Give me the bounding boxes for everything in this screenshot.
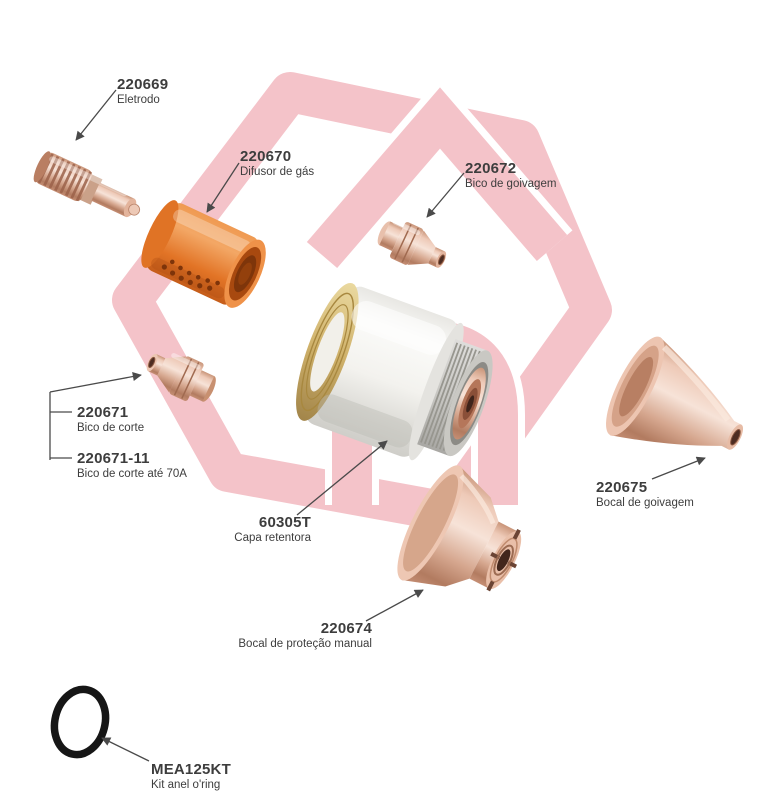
leader-gouging-shield bbox=[651, 456, 706, 480]
electrode-part-number: 220669 bbox=[117, 76, 169, 93]
oring-kit-part-number: MEA125KT bbox=[151, 761, 231, 778]
leader-manual-shield bbox=[365, 589, 424, 622]
manual-shield-part bbox=[397, 465, 522, 592]
cutting-nozzle-70a-part-number: 220671-11 bbox=[77, 450, 150, 467]
gas-diffuser-description: Difusor de gás bbox=[240, 166, 315, 179]
label-gas-diffuser: 220670 Difusor de gás bbox=[240, 148, 314, 180]
leader-gas-diffuser bbox=[206, 162, 240, 213]
gas-diffuser-part-number: 220670 bbox=[240, 148, 292, 165]
label-electrode: 220669 Eletrodo bbox=[117, 76, 168, 108]
cutting-nozzle-part-number: 220671 bbox=[77, 404, 129, 421]
label-retaining-cap: 60305T Capa retentora bbox=[201, 514, 311, 546]
electrode-description: Eletrodo bbox=[117, 94, 160, 107]
label-oring-kit: MEA125KT Kit anel o'ring bbox=[151, 761, 231, 793]
leader-oring bbox=[101, 737, 150, 762]
leader-cutting-nozzle bbox=[49, 372, 142, 393]
cutting-nozzle-description: Bico de corte bbox=[77, 422, 145, 435]
retaining-cap-description: Capa retentora bbox=[234, 532, 311, 545]
label-cutting-nozzle: 220671 Bico de corte bbox=[77, 404, 144, 436]
retaining-cap-part-number: 60305T bbox=[258, 514, 311, 531]
cutting-nozzle-70a-description: Bico de corte até 70A bbox=[77, 468, 187, 481]
label-gouging-nozzle: 220672 Bico de goivagem bbox=[465, 160, 556, 192]
gas-diffuser-part bbox=[141, 200, 266, 308]
electrode-part bbox=[33, 151, 141, 218]
leader-gouging-nozzle bbox=[426, 172, 465, 218]
cutting-nozzle-part bbox=[146, 353, 216, 402]
label-cutting-nozzle-70a: 220671-11 Bico de corte até 70A bbox=[77, 450, 187, 482]
gouging-nozzle-description: Bico de goivagem bbox=[465, 178, 557, 191]
gouging-shield-part bbox=[606, 336, 744, 450]
leader-lines bbox=[49, 89, 706, 762]
leader-electrode bbox=[75, 89, 117, 141]
manual-shield-description: Bocal de proteção manual bbox=[238, 638, 372, 651]
label-gouging-shield: 220675 Bocal de goivagem bbox=[596, 479, 694, 511]
gouging-shield-description: Bocal de goivagem bbox=[596, 497, 694, 510]
leader-cutting-nozzle-bracket bbox=[49, 392, 72, 460]
leader-retaining-cap bbox=[296, 440, 388, 516]
label-manual-shield: 220674 Bocal de proteção manual bbox=[212, 620, 372, 652]
gouging-nozzle-part-number: 220672 bbox=[465, 160, 517, 177]
gouging-shield-part-number: 220675 bbox=[596, 479, 648, 496]
retaining-cap-part bbox=[296, 282, 493, 461]
oring-kit-description: Kit anel o'ring bbox=[151, 779, 221, 792]
gouging-nozzle-part bbox=[377, 219, 447, 268]
manual-shield-part-number: 220674 bbox=[320, 620, 372, 637]
o-ring-part bbox=[50, 685, 110, 759]
